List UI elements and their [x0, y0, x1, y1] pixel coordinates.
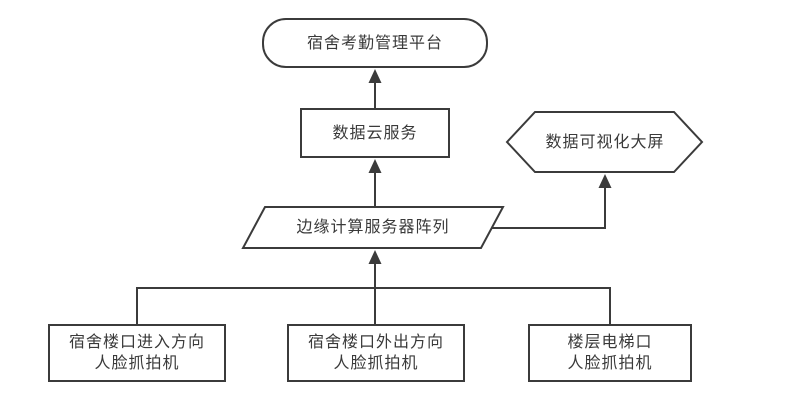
arrowhead-up-platform — [368, 69, 382, 83]
node-platform: 宿舍考勤管理平台 — [262, 18, 488, 68]
node-cloud-service: 数据云服务 — [300, 108, 450, 158]
edge-servers-to-screen — [491, 187, 606, 229]
arrowhead-up-screen — [598, 174, 612, 188]
node-camera-exit-line2: 人脸抓拍机 — [333, 355, 419, 372]
node-visualization-screen: 数据可视化大屏 — [507, 112, 703, 172]
node-camera-entry-line2: 人脸抓拍机 — [94, 355, 180, 372]
node-platform-label: 宿舍考勤管理平台 — [306, 34, 443, 52]
arrowhead-up-cloud — [368, 159, 382, 173]
node-edge-servers-label: 边缘计算服务器阵列 — [296, 218, 450, 236]
node-camera-entry: 宿舍楼口进入方向 人脸抓拍机 — [48, 324, 226, 382]
node-visualization-screen-label: 数据可视化大屏 — [545, 133, 665, 151]
node-camera-exit-line1: 宿舍楼口外出方向 — [307, 334, 444, 351]
node-camera-elevator-line1: 楼层电梯口 — [567, 334, 653, 351]
node-camera-exit: 宿舍楼口外出方向 人脸抓拍机 — [287, 324, 465, 382]
node-edge-servers: 边缘计算服务器阵列 — [243, 206, 503, 248]
node-cloud-service-label: 数据云服务 — [332, 124, 418, 142]
hexagon-shape — [505, 111, 704, 173]
node-camera-elevator-line2: 人脸抓拍机 — [567, 355, 653, 372]
parallelogram-shape — [241, 206, 505, 249]
node-camera-elevator: 楼层电梯口 人脸抓拍机 — [528, 324, 692, 382]
arrowhead-up-servers — [368, 250, 382, 264]
camera-bus-line — [136, 287, 611, 324]
node-camera-entry-line1: 宿舍楼口进入方向 — [68, 334, 205, 351]
